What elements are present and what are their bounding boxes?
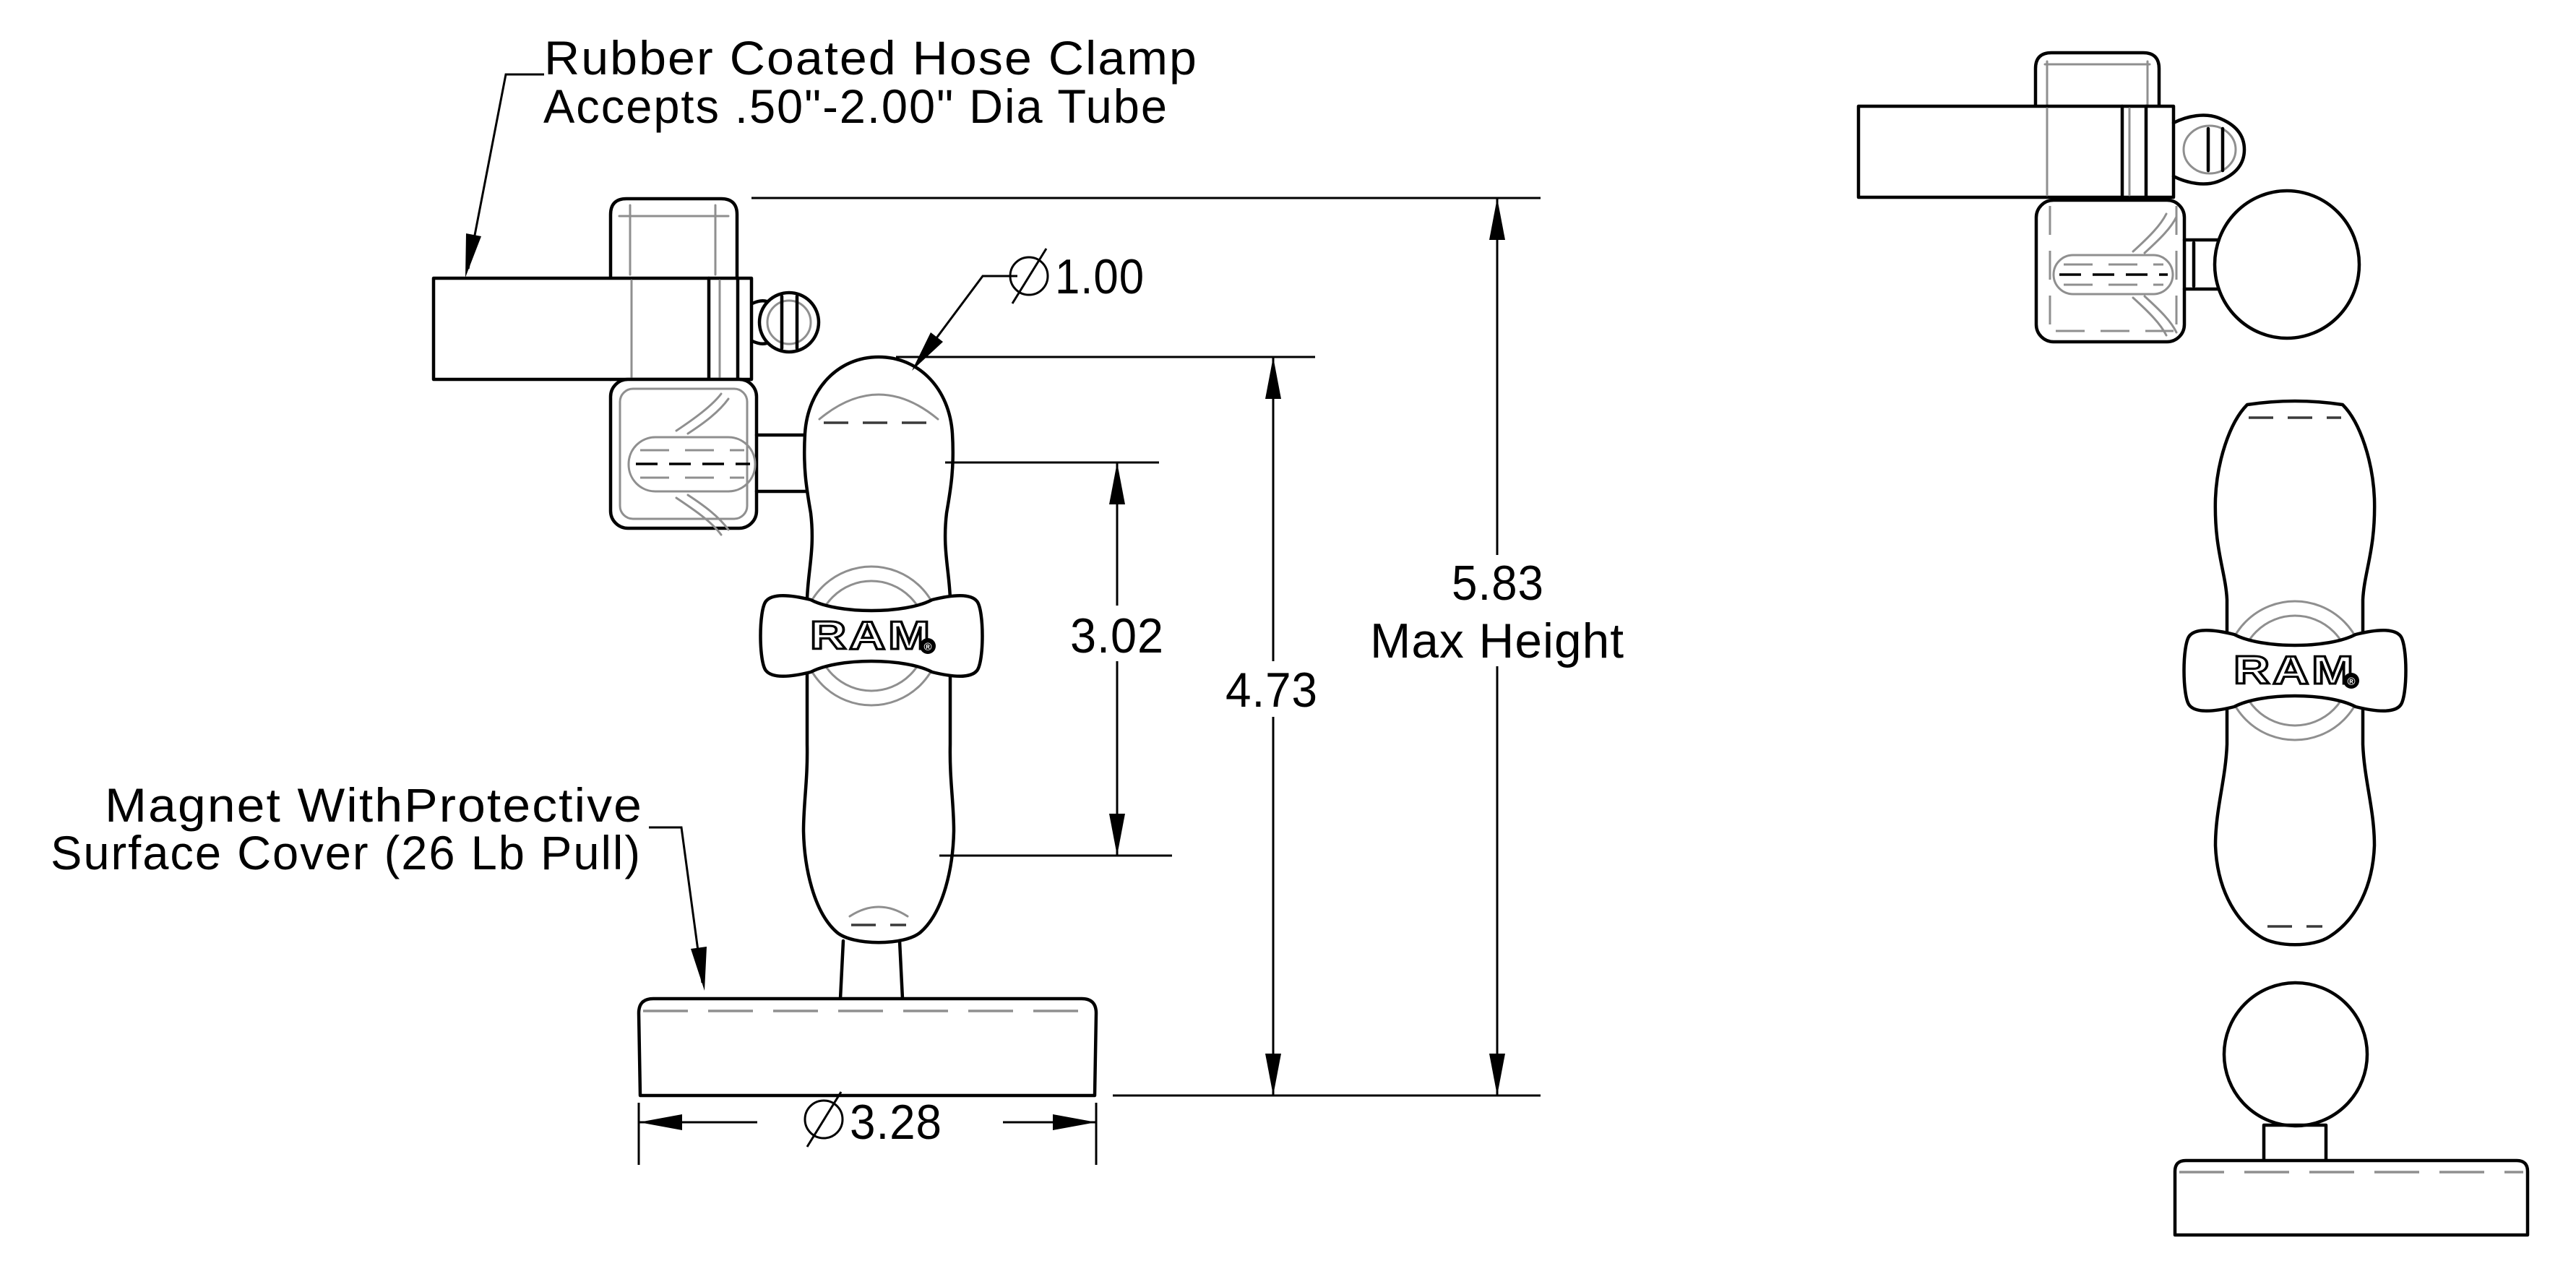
diameter-symbol-slash xyxy=(806,1091,843,1148)
magnet-base xyxy=(637,997,1098,1098)
dim-arm-length-text: 3.02 xyxy=(1070,608,1164,663)
magnet-label-line2: Surface Cover (26 Lb Pull) xyxy=(51,826,642,879)
arrowhead-right-icon xyxy=(1053,1114,1096,1130)
side-band-gray-lines xyxy=(2046,107,2131,197)
side-clamp-body-detail xyxy=(2043,60,2151,106)
clamp-screw xyxy=(750,290,821,354)
rubber-rib-bottom xyxy=(675,494,730,536)
knob-logo-text: RAM xyxy=(810,613,933,658)
screw-head-inner xyxy=(766,299,812,345)
dim-max-height-value: 5.83 xyxy=(1452,556,1544,611)
side-base-neck xyxy=(2262,1123,2328,1163)
leader-arrowhead-icon xyxy=(465,233,481,277)
dimension-layer: 3.02 4.73 5.83 Max Height 1.00 xyxy=(51,31,1624,1165)
side-screw-inner xyxy=(2182,124,2237,175)
dim-max-height: 5.83 Max Height xyxy=(1370,198,1624,1096)
side-block-outline xyxy=(2034,198,2187,344)
side-lower-block xyxy=(2034,198,2187,344)
arrowhead-down-icon xyxy=(1109,814,1125,856)
side-pill-dashes xyxy=(2064,263,2163,286)
arrowhead-up-icon xyxy=(1109,462,1125,504)
magnet-callout: Magnet WithProtective Surface Cover (26 … xyxy=(51,778,707,991)
dim-ball-diameter: 1.00 xyxy=(912,248,1145,371)
rubber-rib-top xyxy=(675,392,730,435)
side-registered-mark-dot xyxy=(2343,673,2359,689)
magnet-label-line1: Magnet WithProtective xyxy=(105,778,643,832)
ball-leader-line xyxy=(913,275,1017,368)
diameter-symbol-circle xyxy=(1009,256,1049,296)
side-clamp-band xyxy=(1856,104,2176,199)
block-arm-connector xyxy=(754,433,814,494)
hose-clamp-callout: Rubber Coated Hose Clamp Accepts .50"-2.… xyxy=(465,31,1198,277)
side-knob-bowtie xyxy=(2182,629,2408,713)
dim-max-height-caption: Max Height xyxy=(1370,614,1624,668)
side-block-dashed-edges xyxy=(2049,206,2178,337)
diameter-symbol-icon xyxy=(1009,248,1049,304)
side-rubber-rib-bottom xyxy=(2132,295,2178,337)
base-neck xyxy=(838,939,905,1001)
side-ball-neck xyxy=(2182,238,2222,291)
set-screw-pill xyxy=(627,436,757,493)
side-base-ball xyxy=(2222,981,2369,1128)
arrowhead-down-icon xyxy=(1489,1054,1505,1096)
dim-ball-to-base-text: 4.73 xyxy=(1225,663,1318,718)
magnet-leader-line xyxy=(649,826,704,983)
leader-arrowhead-icon xyxy=(912,332,943,371)
dim-ball-to-base: 4.73 xyxy=(1225,357,1318,1096)
clamp-body-detail xyxy=(618,204,730,276)
arrowhead-down-icon xyxy=(1265,1054,1281,1096)
arm-dome-arc xyxy=(818,393,939,421)
side-magnet-base xyxy=(2173,1158,2530,1237)
arrowhead-up-icon xyxy=(1489,198,1505,240)
side-registered-mark-icon: ® xyxy=(2347,676,2355,688)
registered-mark-icon: ® xyxy=(923,641,931,653)
side-screw-outline xyxy=(2171,113,2247,186)
hose-clamp-band xyxy=(431,276,754,382)
dim-base-diameter-text: 3.28 xyxy=(850,1095,942,1150)
diameter-symbol-slash xyxy=(1011,248,1048,304)
hose-clamp-label-line2: Accepts .50"-2.00" Dia Tube xyxy=(543,79,1168,133)
screw-slot xyxy=(780,294,799,350)
diameter-symbol-icon xyxy=(804,1091,844,1148)
band-detail-lines xyxy=(630,279,721,379)
band-detail-edges xyxy=(707,276,740,382)
arrowhead-up-icon xyxy=(1265,357,1281,399)
side-clamp-body xyxy=(2033,51,2161,111)
diameter-symbol-circle xyxy=(804,1099,844,1140)
side-screw-slot xyxy=(2206,126,2225,173)
ram-knob-front: RAM ® xyxy=(759,565,984,707)
registered-mark-dot xyxy=(920,638,936,654)
clamp-body-outline xyxy=(608,197,739,382)
leader-arrowhead-icon xyxy=(691,947,707,991)
arm-bottom-arc xyxy=(848,905,909,918)
side-rubber-rib-top xyxy=(2132,212,2178,254)
hose-clamp-leader-line xyxy=(467,73,544,270)
dim-base-diameter: 3.28 xyxy=(637,1091,1098,1165)
ram-knob-side: RAM ® xyxy=(2182,600,2408,741)
side-knob-logo-text: RAM xyxy=(2233,647,2356,692)
clamp-lower-block xyxy=(608,377,814,536)
block-outline xyxy=(608,377,759,530)
knob-bowtie xyxy=(759,594,984,678)
side-clamp-screw xyxy=(2171,113,2247,186)
side-view: RAM ® xyxy=(1856,51,2530,1237)
block-inner xyxy=(619,387,749,520)
dim-ball-diameter-text: 1.00 xyxy=(1055,249,1145,304)
side-clamp-ball xyxy=(2213,189,2361,340)
side-band-edges xyxy=(2120,104,2148,199)
base-ext-lines xyxy=(637,1103,1098,1165)
arrowhead-left-icon xyxy=(639,1114,682,1130)
hose-clamp-label-line1: Rubber Coated Hose Clamp xyxy=(544,31,1198,85)
front-view: RAM ® xyxy=(431,197,1098,1098)
side-set-screw-pill xyxy=(2052,254,2174,296)
dim-arm-length: 3.02 xyxy=(1070,462,1164,856)
